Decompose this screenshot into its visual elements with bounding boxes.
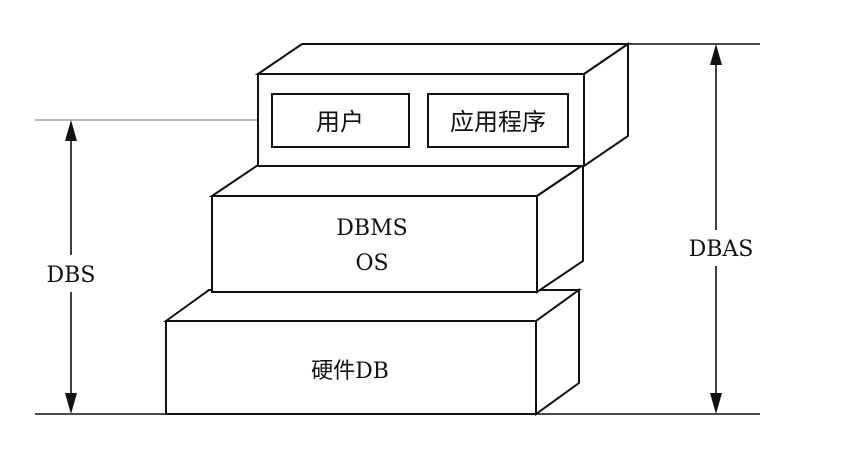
dbas-label: DBAS: [689, 237, 754, 262]
hardware-db-label: 硬件DB: [311, 359, 389, 384]
hardware-db-block: 硬件DB: [162, 288, 583, 416]
user-app-top-face: [254, 43, 632, 75]
dbms-label: DBMS: [336, 216, 407, 241]
dbas-arrow-head-down: [710, 393, 722, 414]
dbms-os-block: DBMS OS: [208, 163, 587, 294]
os-label: OS: [355, 251, 388, 276]
hardware-db-front-face: [165, 320, 537, 415]
dbas-arrow-head-up: [710, 44, 722, 65]
dbms-os-top-face: [208, 164, 587, 197]
dbs-arrow-head-up: [65, 120, 77, 141]
application-label: 应用程序: [450, 108, 546, 136]
dbs-label: DBS: [47, 263, 96, 288]
dbas-dimension: DBAS: [689, 44, 754, 414]
dbms-os-front-face: [211, 195, 538, 293]
user-label: 用户: [316, 108, 364, 136]
hardware-db-top-face: [162, 289, 583, 322]
application-box: [427, 93, 569, 148]
user-app-block: 用户 应用程序: [254, 42, 632, 168]
dbs-dimension: DBS: [47, 120, 96, 414]
dbs-arrow-head-down: [65, 393, 77, 414]
user-box: [271, 93, 410, 148]
